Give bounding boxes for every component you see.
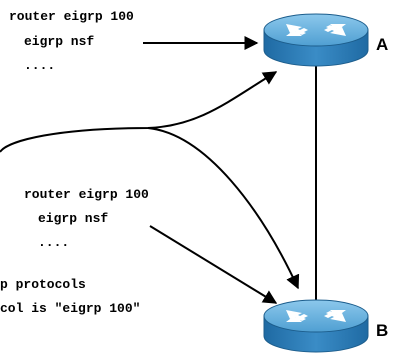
config-b-line-3: .... — [38, 235, 69, 250]
arrow-config-b-to-router-b — [149, 225, 278, 304]
router-arrows-icon — [286, 24, 346, 36]
config-b-line-1: router eigrp 100 — [24, 187, 149, 202]
config-b-line-2: eigrp nsf — [38, 211, 108, 226]
curve-to-router-b — [147, 127, 300, 290]
router-a-label: A — [376, 35, 388, 54]
config-a-line-3: .... — [24, 58, 55, 73]
config-a-line-1: router eigrp 100 — [9, 9, 134, 24]
show-output-line-2: col is "eigrp 100" — [0, 301, 140, 316]
curve-to-router-a — [0, 71, 278, 153]
router-a-icon[interactable] — [263, 13, 369, 67]
config-a-line-2: eigrp nsf — [24, 34, 94, 49]
router-b-label: B — [376, 321, 388, 340]
router-b-icon[interactable] — [263, 299, 369, 353]
show-output-line-1: p protocols — [0, 277, 86, 292]
router-arrows-icon — [286, 310, 346, 322]
